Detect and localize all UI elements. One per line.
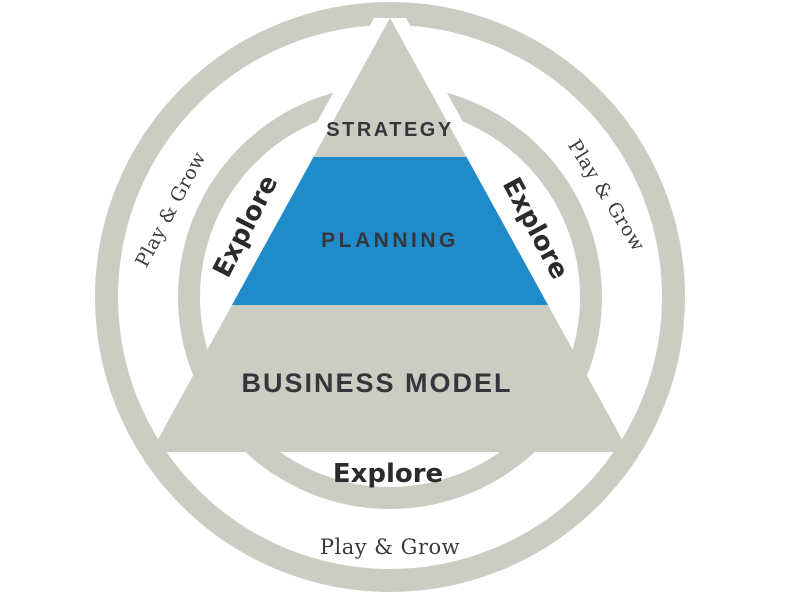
strategy-label: STRATEGY xyxy=(326,119,453,141)
planning-label: PLANNING xyxy=(321,229,459,252)
right-slope-gap xyxy=(390,18,574,325)
planning-band xyxy=(232,157,548,305)
play-grow-bottom-label: Play & Grow xyxy=(320,535,460,559)
business-model-label: BUSINESS MODEL xyxy=(241,368,512,398)
outer-ring xyxy=(95,2,685,592)
explore-bottom-label: Explore xyxy=(333,459,443,489)
left-slope-gap xyxy=(206,18,390,325)
